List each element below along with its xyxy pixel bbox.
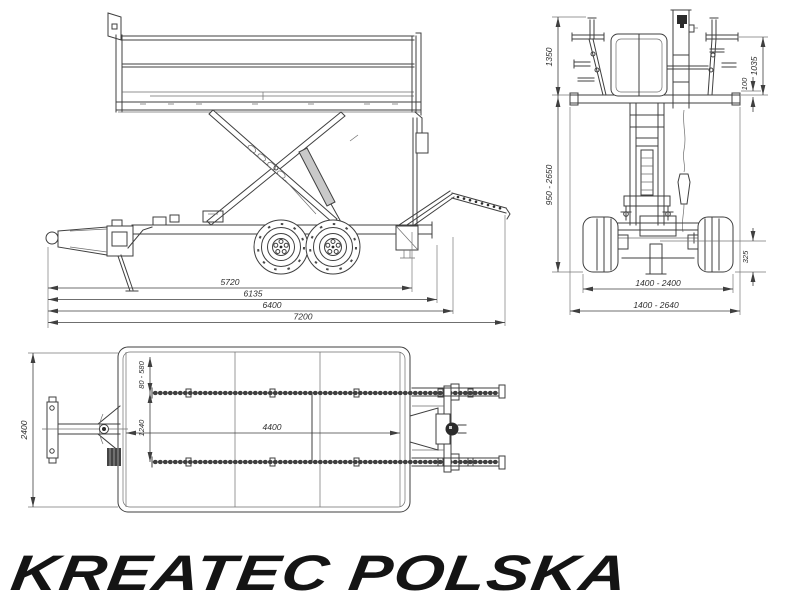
top-dimensions: 80 - 580 1240 4400 2400 [19, 352, 400, 508]
dim-label-7200: 7200 [294, 312, 313, 322]
tipper-body [107, 12, 422, 116]
brand-logo: KREATEC POLSKA [7, 545, 632, 601]
rear-dimensions: 1350 950 - 2650 1035 100 325 1400 - 2400… [544, 16, 768, 315]
dim-label-1350: 1350 [544, 47, 554, 66]
dim-label-5720: 5720 [221, 277, 240, 287]
side-view: 5720 6135 6400 7200 [45, 12, 511, 328]
wheel [253, 219, 309, 275]
top-drawbar [42, 396, 128, 466]
rear-view: 1350 950 - 2650 1035 100 325 1400 - 2400… [544, 9, 768, 315]
top-view: 80 - 580 1240 4400 2400 [19, 346, 506, 513]
rear-wheel-right [697, 216, 734, 273]
dim-label-1240: 1240 [137, 419, 146, 437]
top-rear-assembly [409, 383, 506, 473]
railings [571, 17, 739, 97]
dim-label-1400-2400: 1400 - 2400 [635, 278, 681, 288]
dim-label-2400: 2400 [19, 420, 29, 440]
scissor-lift [206, 109, 359, 226]
rear-wheel-left [582, 216, 619, 273]
dim-label-6400: 6400 [263, 300, 282, 310]
wheel [305, 219, 361, 275]
tandem-wheels [253, 219, 361, 275]
tipping-mast [670, 9, 698, 109]
rear-axle-wheels [582, 215, 734, 275]
hitch-eye [45, 231, 59, 245]
hydraulic-cylinder [298, 147, 336, 207]
lift-tower [620, 102, 691, 233]
dim-label-80-580: 80 - 580 [137, 360, 146, 388]
hydraulic-hose [683, 109, 686, 173]
dim-label-6135: 6135 [244, 289, 263, 299]
dim-label-1400-2640: 1400 - 2640 [633, 300, 679, 310]
dim-label-100: 100 [740, 77, 749, 90]
dim-label-950-2650: 950 - 2650 [544, 164, 554, 205]
rear-spreader [395, 111, 511, 259]
side-dimensions: 5720 6135 6400 7200 [47, 215, 506, 328]
drawing-canvas: 5720 6135 6400 7200 [19, 9, 768, 513]
jack-leg [117, 254, 139, 292]
dim-label-4400: 4400 [263, 422, 282, 432]
chassis-drawbar [45, 210, 433, 292]
dim-label-325: 325 [741, 250, 750, 263]
dim-label-1035: 1035 [749, 56, 759, 75]
